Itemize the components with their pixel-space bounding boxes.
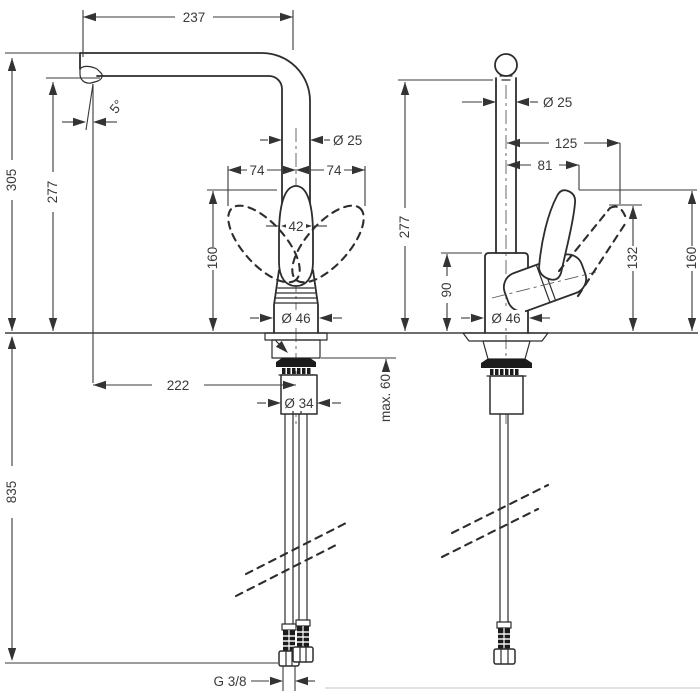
dim-front-277: 277 xyxy=(45,77,100,331)
lever-raised-position xyxy=(557,205,629,298)
dim-side-81: 81 xyxy=(507,158,580,190)
side-view xyxy=(440,53,629,665)
dim-front-outlet-reach: 222 xyxy=(93,378,296,393)
dim-label-222: 222 xyxy=(167,378,190,393)
side-thread-row xyxy=(486,369,527,377)
dim-front-shank-diameter: Ø 34 xyxy=(257,395,341,411)
mount-axis xyxy=(491,271,597,299)
dim-front-160: 160 xyxy=(205,189,277,331)
dim-label-277-front: 277 xyxy=(45,181,60,204)
front-dimensions: 237 5° 305 277 Ø 25 xyxy=(4,10,396,691)
dim-front-pipe-diameter: Ø 25 xyxy=(260,133,362,148)
front-handle xyxy=(227,185,365,287)
dim-side-90: 90 xyxy=(439,252,482,331)
dim-front-thread: G 3/8 xyxy=(213,666,315,691)
dim-label-160-front: 160 xyxy=(205,247,220,270)
dim-front-max-deck: max. 60 xyxy=(321,357,396,422)
spout-end-circle xyxy=(494,53,518,77)
handle-swing-right xyxy=(291,204,365,284)
hose-connector-right xyxy=(292,619,314,663)
dim-front-305: 305 xyxy=(4,52,79,331)
dim-front-reach-top: 237 xyxy=(82,10,294,57)
hose-break-mark xyxy=(234,541,342,598)
body-column xyxy=(484,252,529,334)
front-spout xyxy=(79,52,311,209)
side-shank xyxy=(489,375,524,415)
dim-label-277-side: 277 xyxy=(397,216,412,239)
dim-label-160-side: 160 xyxy=(684,247,699,270)
dim-label-dia46-side: Ø 46 xyxy=(491,311,520,326)
dim-label-125: 125 xyxy=(555,136,578,151)
aerator xyxy=(79,65,103,84)
side-hose xyxy=(440,413,550,665)
base-sides xyxy=(273,269,319,334)
front-hoses xyxy=(234,413,352,667)
side-mounting xyxy=(462,332,549,415)
front-body-base xyxy=(264,269,328,341)
mounting-nut xyxy=(276,358,316,367)
dim-front-base-diameter: Ø 46 xyxy=(250,310,342,326)
dim-label-237: 237 xyxy=(183,10,206,25)
lever-down-position xyxy=(538,189,577,281)
hose-break-mark xyxy=(440,507,540,559)
dim-label-max60: max. 60 xyxy=(378,374,393,422)
dim-front-74-74: 74 74 xyxy=(227,163,366,206)
dim-label-132: 132 xyxy=(625,247,640,270)
dim-label-g38: G 3/8 xyxy=(213,674,246,689)
dim-label-dia34: Ø 34 xyxy=(284,396,314,411)
hose-break-mark xyxy=(244,519,352,576)
dim-label-74-right: 74 xyxy=(326,163,342,178)
front-view xyxy=(79,52,365,667)
side-cone xyxy=(482,340,531,360)
hose-break-mark xyxy=(450,483,550,535)
dim-label-74-left: 74 xyxy=(249,163,265,178)
dim-side-160: 160 xyxy=(579,189,699,331)
side-nut xyxy=(481,359,532,368)
dim-side-277: 277 xyxy=(397,79,493,331)
dim-side-125: 125 xyxy=(507,136,621,204)
dim-label-305: 305 xyxy=(4,169,19,192)
dim-front-swivel-angle: 5° xyxy=(62,83,127,383)
handle-swing-left xyxy=(227,204,301,284)
dim-side-pipe-diameter: Ø 25 xyxy=(462,95,572,110)
reference-lines xyxy=(5,332,700,689)
dim-side-base-diameter: Ø 46 xyxy=(461,310,550,326)
dim-label-42: 42 xyxy=(288,219,303,234)
side-flange xyxy=(462,332,549,342)
dim-label-dia25-side: Ø 25 xyxy=(543,95,572,110)
dim-label-5deg: 5° xyxy=(107,97,127,116)
dim-front-hose-length: 835 xyxy=(4,336,19,661)
handle-dome xyxy=(278,185,314,287)
side-body xyxy=(484,189,629,334)
dim-side-132: 132 xyxy=(609,204,642,331)
side-hose-connector xyxy=(493,621,516,665)
spout-inner-edge xyxy=(96,75,283,209)
dim-label-dia25-front: Ø 25 xyxy=(333,133,362,148)
dim-label-81: 81 xyxy=(537,158,552,173)
dim-label-dia46-front: Ø 46 xyxy=(281,311,310,326)
spout-outer-edge xyxy=(79,52,311,209)
dim-label-90: 90 xyxy=(439,282,454,297)
dim-front-handle-width: 42 xyxy=(266,218,327,234)
side-dimensions: Ø 25 125 81 277 90 xyxy=(397,79,699,331)
dim-label-835: 835 xyxy=(4,481,19,504)
